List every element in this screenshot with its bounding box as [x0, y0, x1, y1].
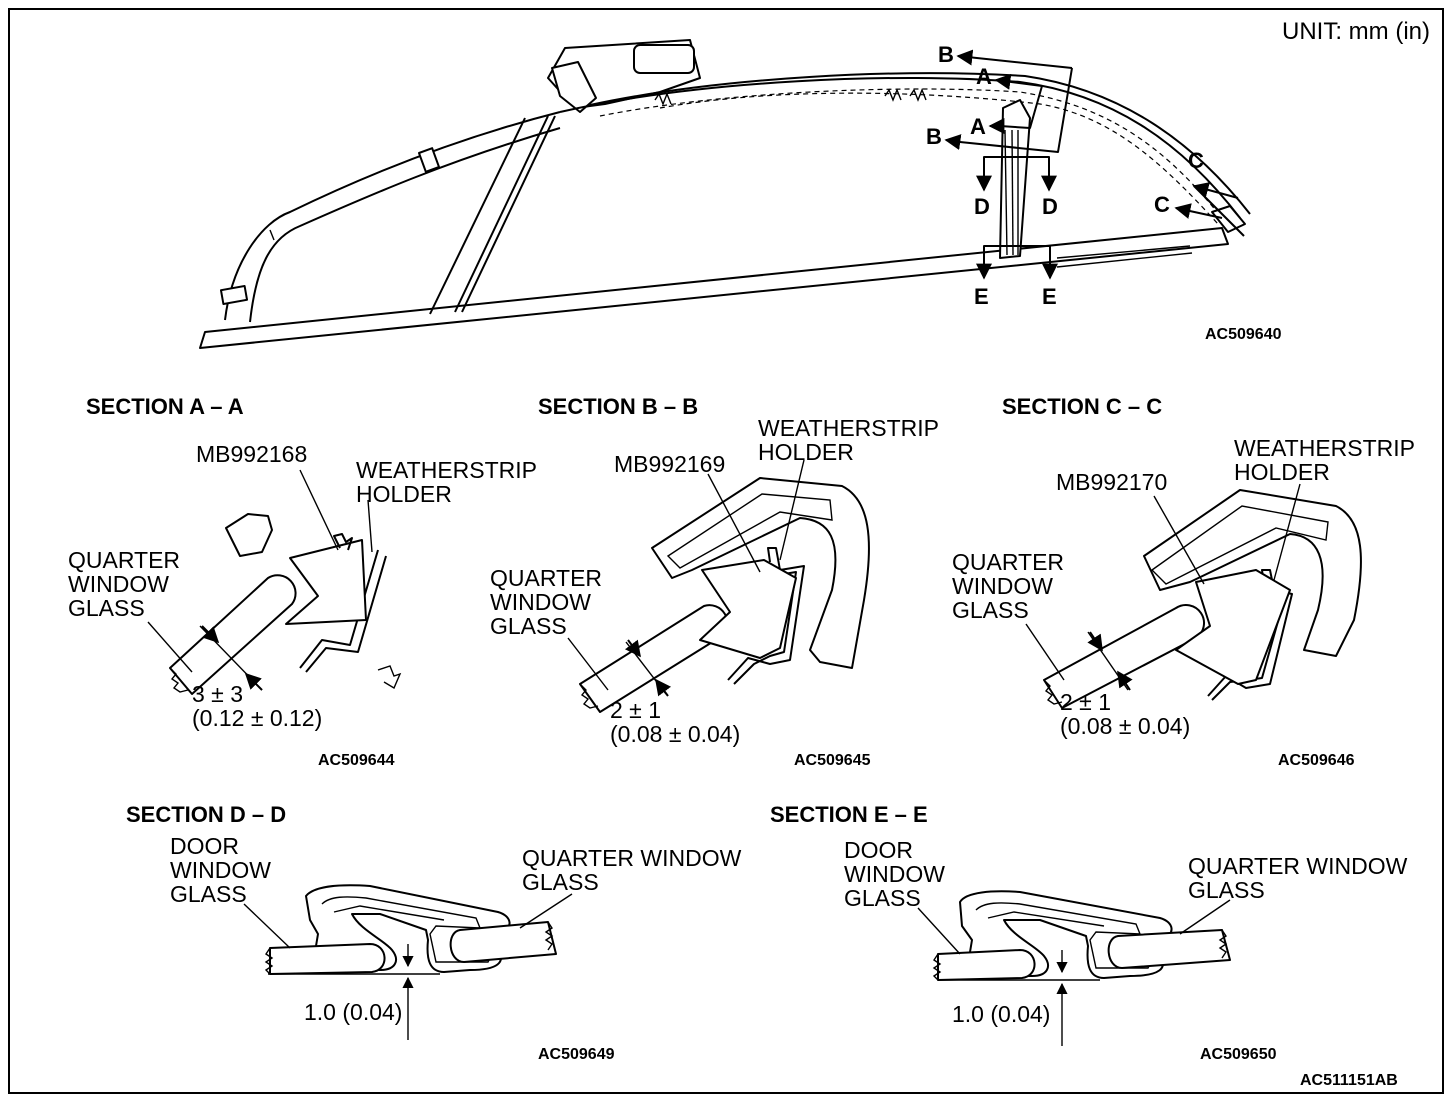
section-aa-drawing	[147, 469, 402, 695]
section-dd-quarter-glass-label: QUARTER WINDOW GLASS	[522, 845, 742, 895]
section-indicators	[944, 49, 1245, 280]
section-aa-tool-label: MB992168	[196, 441, 308, 467]
section-ee-title: SECTION E – E	[770, 802, 928, 827]
marker-e-right: E	[1042, 284, 1057, 309]
marker-b-bottom: B	[926, 124, 942, 149]
section-dd-door-glass-label: DOOR WINDOW GLASS	[170, 833, 271, 907]
marker-b-top: B	[938, 42, 954, 67]
section-dd-title: SECTION D – D	[126, 802, 287, 827]
section-ee-door-glass-label: DOOR WINDOW GLASS	[844, 837, 945, 911]
section-aa-dimension: 3 ± 3 (0.12 ± 0.12)	[192, 681, 323, 731]
section-aa-title: SECTION A – A	[86, 394, 244, 419]
marker-a-bottom: A	[970, 114, 986, 139]
section-bb-title: SECTION B – B	[538, 394, 699, 419]
marker-e-left: E	[974, 284, 989, 309]
section-bb-dimension: 2 ± 1 (0.08 ± 0.04)	[610, 697, 741, 747]
section-cc-glass-label: QUARTER WINDOW GLASS	[952, 549, 1065, 623]
marker-d-right: D	[1042, 194, 1058, 219]
figure-frame	[8, 8, 1444, 1094]
marker-d-left: D	[974, 194, 990, 219]
section-dd-dimension: 1.0 (0.04)	[304, 999, 403, 1025]
section-ee-dimension: 1.0 (0.04)	[952, 1001, 1051, 1027]
marker-a-top: A	[976, 64, 992, 89]
figure-code: AC511151AB	[1300, 1072, 1398, 1089]
section-bb-glass-label: QUARTER WINDOW GLASS	[490, 565, 603, 639]
section-ee-drawing	[917, 890, 1231, 1046]
section-dd-code: AC509649	[538, 1046, 615, 1063]
marker-c-bottom: C	[1154, 192, 1170, 217]
main-window-view	[199, 39, 1251, 349]
section-cc-code: AC509646	[1278, 752, 1355, 769]
section-aa-glass-label: QUARTER WINDOW GLASS	[68, 547, 181, 621]
section-ee-code: AC509650	[1200, 1046, 1277, 1063]
marker-c-top: C	[1188, 148, 1204, 173]
section-ee-quarter-glass-label: QUARTER WINDOW GLASS	[1188, 853, 1408, 903]
section-aa-code: AC509644	[318, 752, 395, 769]
section-bb-tool-label: MB992169	[614, 451, 726, 477]
section-aa-holder-label: WEATHERSTRIP HOLDER	[356, 457, 538, 507]
section-cc-dimension: 2 ± 1 (0.08 ± 0.04)	[1060, 689, 1191, 739]
section-dd-drawing	[243, 884, 573, 1040]
section-bb-drawing	[567, 459, 870, 713]
unit-label: UNIT: mm (in)	[1282, 18, 1430, 45]
section-cc-holder-label: WEATHERSTRIP HOLDER	[1234, 435, 1416, 485]
section-cc-title: SECTION C – C	[1002, 394, 1163, 419]
main-view-code: AC509640	[1205, 326, 1282, 343]
section-bb-code: AC509645	[794, 752, 871, 769]
section-cc-drawing	[1025, 483, 1362, 709]
section-bb-holder-label: WEATHERSTRIP HOLDER	[758, 415, 940, 465]
section-cc-tool-label: MB992170	[1056, 469, 1168, 495]
